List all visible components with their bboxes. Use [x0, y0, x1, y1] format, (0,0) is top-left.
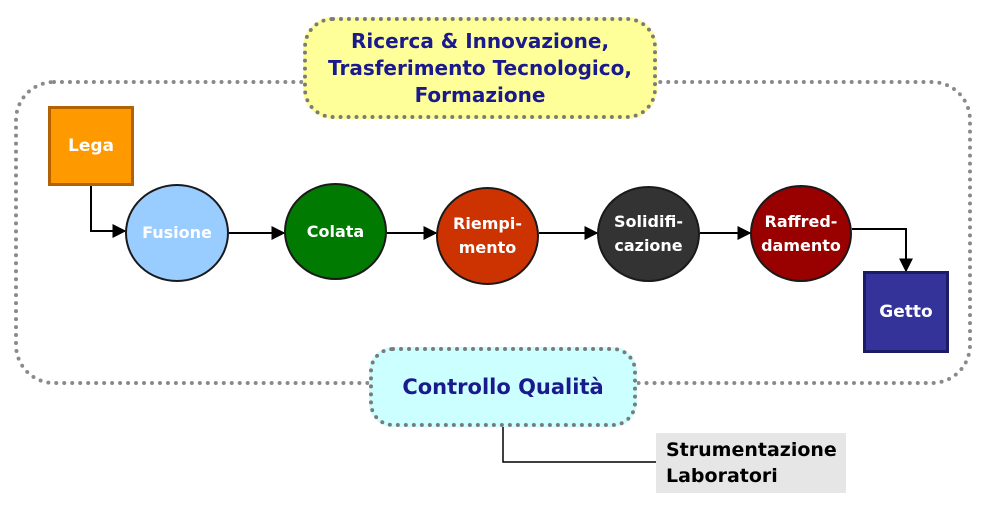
step-label-line-2: damento [761, 235, 841, 255]
arrow-lega-to-fusione [90, 186, 127, 238]
step-label-line-2: cazione [614, 236, 683, 255]
arrow-raffreddamento-to-getto [852, 228, 913, 273]
banner-line-2: Trasferimento Tecnologico, [328, 55, 632, 80]
step-label: Colata [306, 221, 365, 241]
input-node-lega: Lega [48, 106, 134, 186]
step-solidificazione: Solidifi- cazione [597, 186, 700, 282]
step-colata: Colata [284, 183, 387, 280]
step-riempimento: Riempi- mento [436, 187, 539, 285]
input-node-label: Lega [67, 136, 114, 156]
step-label-line-1: Solidifi- [614, 212, 683, 231]
instrumentation-line-1: Strumentazione [666, 439, 837, 461]
banner-line-1: Ricerca & Innovazione, [350, 28, 610, 53]
research-innovation-banner: Ricerca & Innovazione, Trasferimento Tec… [303, 17, 657, 119]
step-label-line-1: Raffred- [764, 211, 838, 231]
instrumentation-box: Strumentazione Laboratori [656, 433, 846, 493]
instrumentation-line-2: Laboratori [666, 465, 778, 487]
output-node-getto: Getto [863, 271, 949, 353]
output-node-label: Getto [879, 302, 933, 322]
step-label: Fusione [142, 223, 212, 242]
step-label-line-2: mento [458, 238, 517, 257]
step-label-line-1: Riempi- [453, 214, 522, 233]
step-fusione: Fusione [125, 184, 229, 282]
banner-line-3: Formazione [414, 82, 546, 107]
step-raffreddamento: Raffred- damento [750, 185, 852, 282]
quality-control-pill: Controllo Qualità [369, 347, 637, 427]
quality-control-label: Controllo Qualità [402, 375, 604, 399]
connector-quality-to-instrumentation [502, 427, 656, 463]
